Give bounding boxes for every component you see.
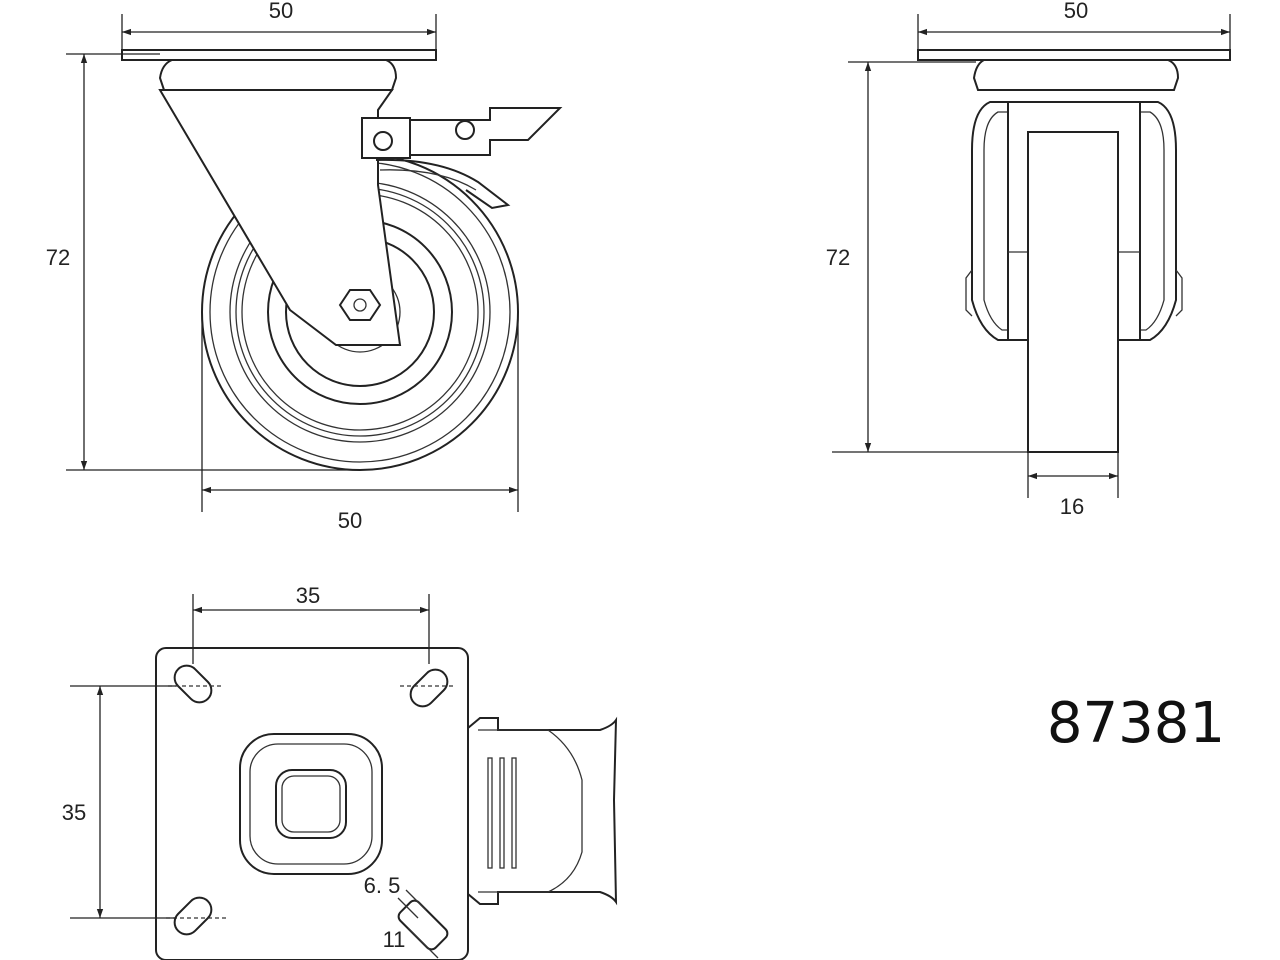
front-view: 50 72 16 [826, 0, 1231, 519]
dim-front-top-width: 50 [917, 0, 1231, 50]
dim-label-hole-x: 35 [296, 583, 320, 608]
dim-hole-spacing-x: 35 [192, 583, 430, 664]
mounting-slot-top-left [168, 664, 222, 704]
top-view: 35 35 6. 5 11 [62, 583, 618, 960]
dim-label-front-wheel: 16 [1060, 494, 1084, 519]
brake-pedal [467, 716, 618, 906]
side-top-plate [121, 49, 437, 61]
kingpin-boss [239, 733, 383, 875]
mounting-slot-top-right [400, 668, 456, 708]
dim-side-bottom-width: 50 [201, 312, 519, 533]
dim-label-side-top: 50 [269, 0, 293, 23]
dim-label-side-height: 72 [46, 245, 70, 270]
mounting-plate [155, 647, 469, 960]
dim-label-front-top: 50 [1064, 0, 1088, 23]
dim-label-hole-y: 35 [62, 800, 86, 825]
side-brake [361, 107, 563, 210]
side-fork [158, 89, 402, 346]
front-swivel-housing [972, 59, 1180, 91]
dim-label-slot-width: 6. 5 [364, 873, 401, 898]
dim-label-slot-length: 11 [383, 927, 406, 952]
side-axle-nut [338, 289, 382, 321]
dim-side-top-width: 50 [121, 0, 437, 50]
dim-front-wheel-width: 16 [1027, 452, 1119, 519]
side-swivel-housing [158, 59, 398, 91]
dim-side-height: 72 [46, 53, 360, 471]
part-number: 87381 [1047, 691, 1225, 756]
side-view: 50 72 50 [46, 0, 563, 533]
front-top-plate [917, 49, 1231, 61]
dim-hole-spacing-y: 35 [62, 685, 176, 919]
front-wheel [1027, 131, 1119, 453]
dim-label-front-height: 72 [826, 245, 850, 270]
dim-slot-size: 6. 5 11 [364, 873, 439, 959]
dim-label-side-bottom: 50 [338, 508, 362, 533]
dim-front-height: 72 [826, 61, 1028, 453]
